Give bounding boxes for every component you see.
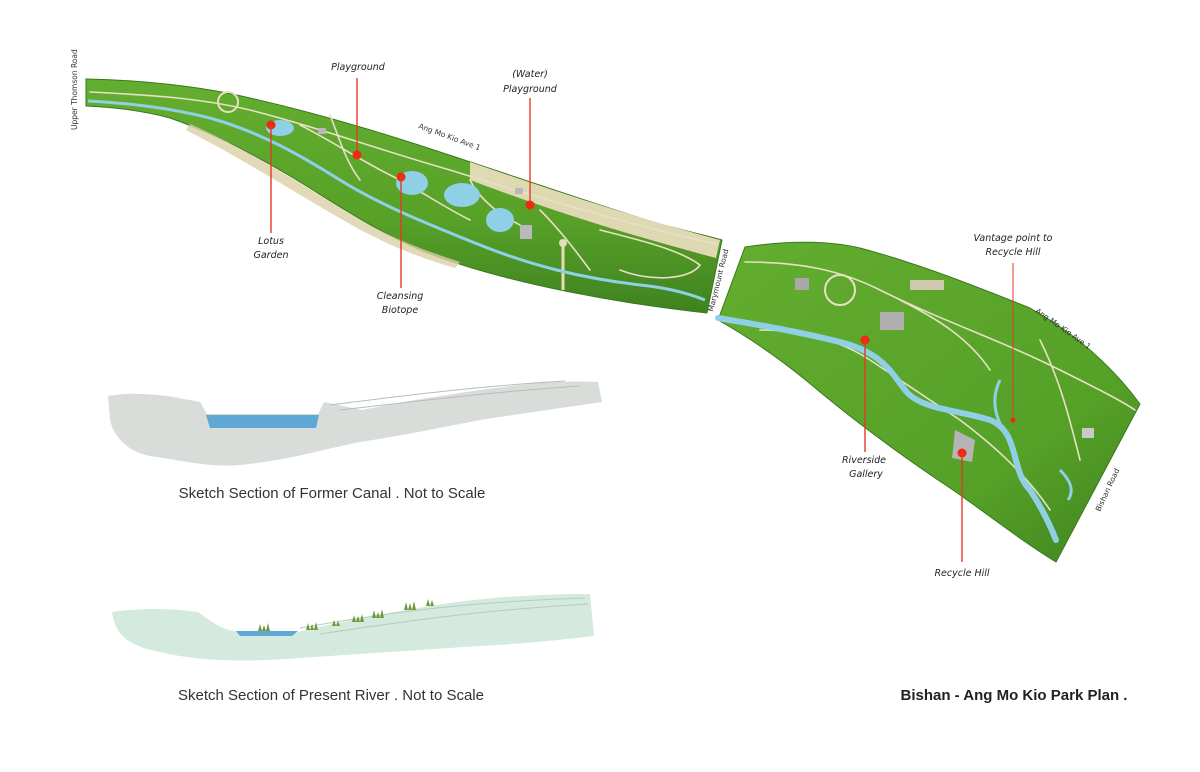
callout-label-line1: Cleansing	[377, 291, 424, 302]
biotope-pond-3	[486, 208, 514, 232]
present-river-vegetation	[258, 599, 434, 631]
callout-label-line1: Lotus	[258, 236, 284, 247]
building-east-4	[795, 278, 809, 290]
park-east-stream	[993, 379, 1073, 501]
biotope-pond-2	[444, 183, 480, 207]
callout-label: Recycle Hill	[934, 568, 989, 579]
callout-label-line1: Riverside	[842, 455, 886, 466]
park-west-path-main	[89, 91, 716, 245]
callout-vantage-point: Vantage point to Recycle Hill	[974, 233, 1053, 423]
callout-marker	[352, 150, 362, 160]
former-canal-strata	[329, 380, 581, 411]
callout-label-line2: Playground	[503, 84, 558, 95]
callout-label-line2: Recycle Hill	[985, 247, 1040, 258]
pavilion-west-2	[515, 188, 523, 194]
callout-label-line2: Gallery	[849, 469, 883, 480]
callout-cleansing-biotope: Cleansing Biotope	[377, 172, 424, 316]
building-east-3	[1082, 428, 1094, 438]
callout-label-line2: Garden	[254, 250, 289, 261]
park-west-area	[85, 78, 723, 314]
park-east-path-loop-2	[899, 299, 1081, 461]
sketch-section-former-canal: Sketch Section of Former Canal . Not to …	[108, 380, 602, 502]
caption-present-river: Sketch Section of Present River . Not to…	[178, 687, 484, 704]
park-east-river	[715, 315, 1059, 543]
park-east-path-main	[744, 261, 1136, 411]
building-east-1	[880, 312, 904, 330]
park-east-section	[715, 241, 1141, 563]
callout-label-line1: Vantage point to	[974, 233, 1053, 244]
caption-former-canal: Sketch Section of Former Canal . Not to …	[179, 485, 486, 502]
park-west-lower-strip	[186, 124, 460, 268]
callout-recycle-hill: Recycle Hill	[934, 448, 990, 579]
pavilion-west-3	[520, 225, 532, 239]
callout-water-playground: (Water) Playground	[503, 69, 558, 210]
park-west-path-loop-3	[329, 114, 521, 226]
present-river-water	[236, 631, 298, 636]
callout-label: Playground	[331, 62, 386, 73]
callout-playground: Playground	[331, 62, 386, 160]
park-west-path-loop-2	[539, 209, 702, 279]
callout-lotus-garden: Lotus Garden	[254, 120, 289, 261]
callout-marker	[1010, 417, 1016, 423]
park-west-avenue-node	[559, 239, 567, 247]
callout-label-line1: (Water)	[512, 69, 548, 80]
pavilion-west-1	[318, 128, 326, 134]
park-west-river	[87, 99, 706, 302]
park-west-path-loop-1	[299, 124, 471, 221]
park-west-section	[85, 78, 723, 314]
callout-marker	[525, 200, 535, 210]
park-west-edge-strip	[470, 162, 720, 258]
park-east-plaza	[824, 274, 856, 306]
callout-label-line2: Biotope	[382, 305, 419, 316]
sketch-section-present-river: Sketch Section of Present River . Not to…	[112, 594, 594, 704]
park-west-plaza	[217, 91, 239, 113]
present-river-strata	[299, 597, 589, 635]
building-east-2	[910, 280, 944, 290]
former-canal-water	[206, 415, 319, 428]
map-title: Bishan - Ang Mo Kio Park Plan .	[901, 687, 1128, 704]
road-label-upper-thomson: Upper Thomson Road	[70, 49, 79, 130]
present-river-ground	[112, 594, 594, 661]
former-canal-ground	[108, 381, 602, 466]
callout-riverside-gallery: Riverside Gallery	[842, 335, 886, 480]
